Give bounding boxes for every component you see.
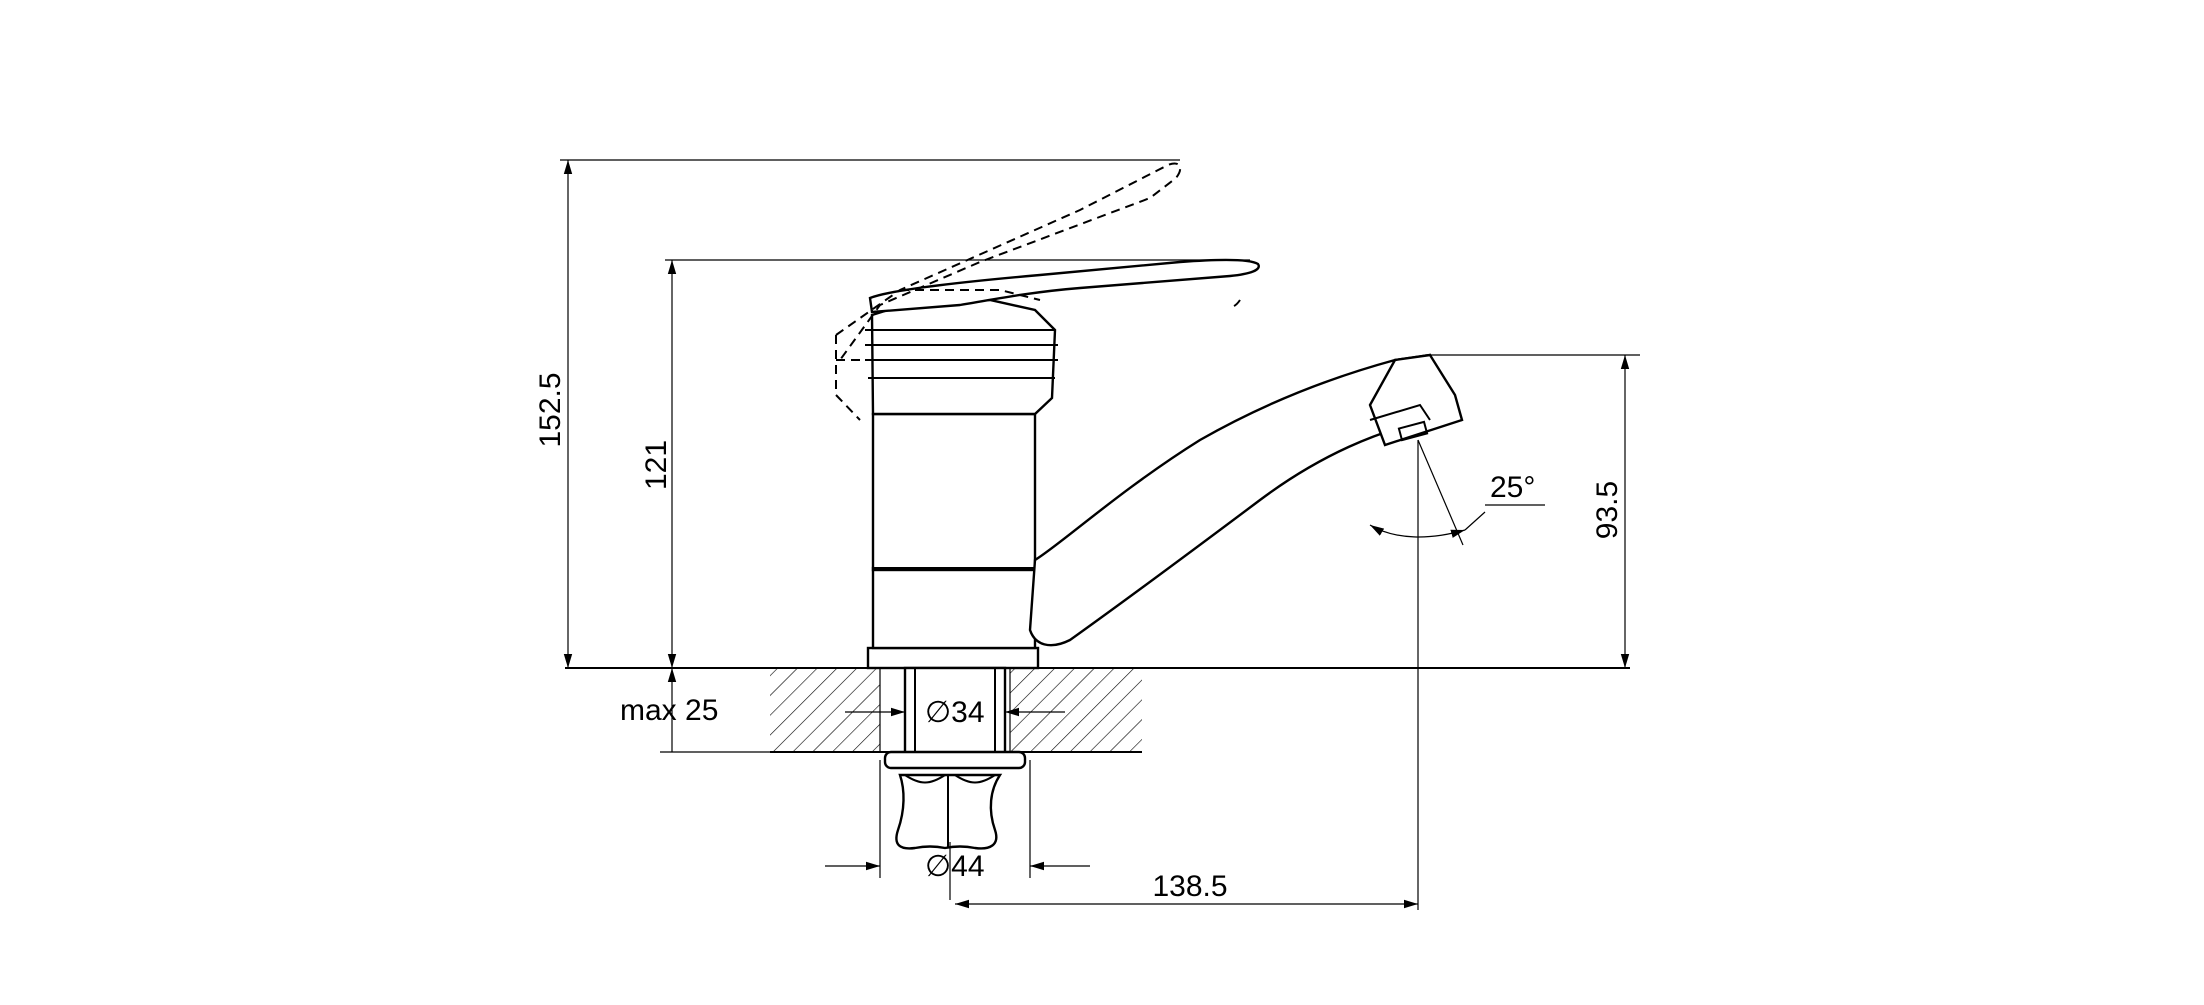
nut-diameter-label: ∅44 <box>925 850 985 883</box>
dimension-spout-angle: 25° <box>1369 439 1545 546</box>
faucet-body <box>835 162 1464 670</box>
max-thickness-label: max 25 <box>620 694 718 727</box>
dimension-spout-height: 93.5 <box>1425 354 1640 668</box>
dimension-mount-diameter: ∅34 <box>845 696 1065 729</box>
dimension-spout-reach: 138.5 <box>955 440 1419 910</box>
dimension-overall-height: 152.5 <box>534 159 1180 668</box>
spout-height-label: 93.5 <box>1591 481 1624 539</box>
spout-angle-label: 25° <box>1490 471 1535 504</box>
mounting-shank <box>883 666 1027 900</box>
body-height-label: 121 <box>640 440 673 490</box>
countertop-section <box>770 668 1142 753</box>
spout-reach-label: 138.5 <box>1152 870 1227 903</box>
overall-height-label: 152.5 <box>534 372 567 447</box>
dimension-max-thickness: max 25 <box>620 668 775 753</box>
dimension-nut-diameter: ∅44 <box>825 760 1090 883</box>
dimension-body-height: 121 <box>640 259 1250 668</box>
mount-diameter-label: ∅34 <box>925 696 985 729</box>
